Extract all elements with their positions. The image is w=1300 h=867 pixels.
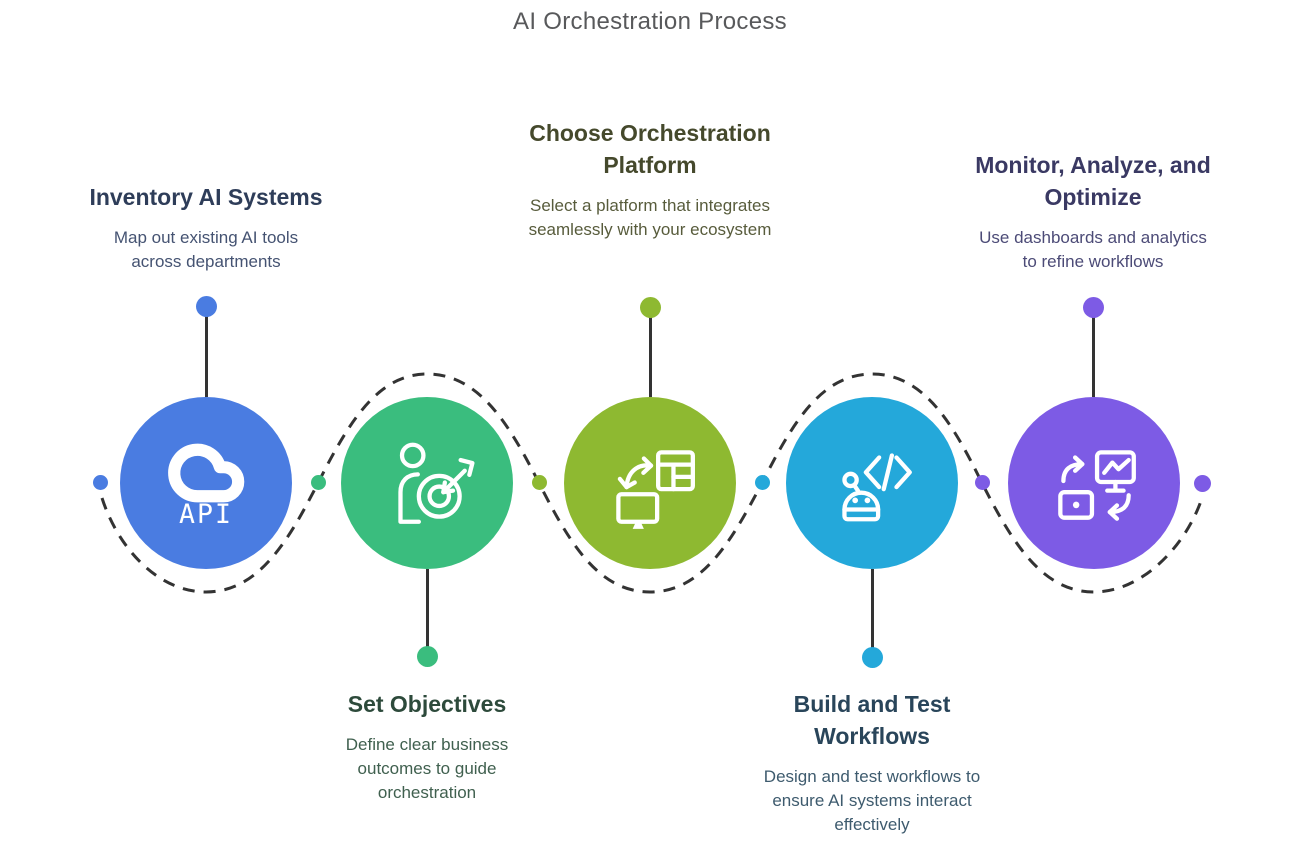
- step-4-title: Build and Test Workflows: [793, 691, 951, 749]
- step-5-stem-dot: [1082, 296, 1104, 318]
- step-3-stem: [648, 317, 652, 397]
- step-2-circle: [341, 397, 513, 569]
- step-1-label: Inventory AI Systems Map out existing AI…: [46, 181, 366, 274]
- step-1-circle: API: [120, 397, 292, 569]
- step-1-description: Map out existing AI tools across departm…: [113, 228, 299, 271]
- step-5-circle: [1008, 397, 1180, 569]
- cloud-api-icon: API: [168, 443, 245, 530]
- step-3-label: Choose Orchestration Platform Select a p…: [480, 117, 820, 242]
- step-4-circle: [786, 397, 958, 569]
- step-4-stem: [870, 569, 874, 648]
- step-5-description: Use dashboards and analytics to refine w…: [979, 228, 1207, 271]
- step-2-title: Set Objectives: [347, 691, 507, 717]
- step-2-stem-dot: [416, 645, 438, 667]
- step-3-circle: [564, 397, 736, 569]
- monitor-analytics-icon: [1058, 450, 1136, 521]
- step-4-stem-dot: [861, 646, 883, 668]
- path-end-dot: [1193, 474, 1211, 492]
- path-dot-2-3: [531, 474, 547, 490]
- step-2-description: Define clear business outcomes to guide …: [345, 735, 509, 802]
- step-5-title: Monitor, Analyze, and Optimize: [975, 152, 1211, 210]
- page-title: AI Orchestration Process: [513, 8, 787, 35]
- path-start-dot: [92, 474, 108, 490]
- code-robot-icon: [842, 453, 912, 522]
- api-icon-label: API: [179, 499, 233, 530]
- step-4-description: Design and test workflows to ensure AI s…: [763, 767, 981, 834]
- sync-platform-icon: [616, 450, 695, 529]
- step-1-stem-dot: [195, 295, 217, 317]
- step-2-stem: [425, 569, 429, 647]
- step-5-stem: [1091, 317, 1095, 397]
- step-1-title: Inventory AI Systems: [89, 184, 323, 210]
- person-target-icon: [398, 442, 475, 524]
- step-4-label: Build and Test Workflows Design and test…: [712, 688, 1032, 837]
- step-3-title: Choose Orchestration Platform: [529, 120, 771, 178]
- path-dot-3-4: [754, 474, 770, 490]
- step-3-description: Select a platform that integrates seamle…: [528, 196, 772, 239]
- step-1-stem: [204, 316, 208, 397]
- step-3-stem-dot: [639, 296, 661, 318]
- step-5-label: Monitor, Analyze, and Optimize Use dashb…: [923, 149, 1263, 274]
- path-dot-1-2: [310, 474, 326, 490]
- step-2-label: Set Objectives Define clear business out…: [267, 688, 587, 805]
- path-dot-4-5: [974, 474, 990, 490]
